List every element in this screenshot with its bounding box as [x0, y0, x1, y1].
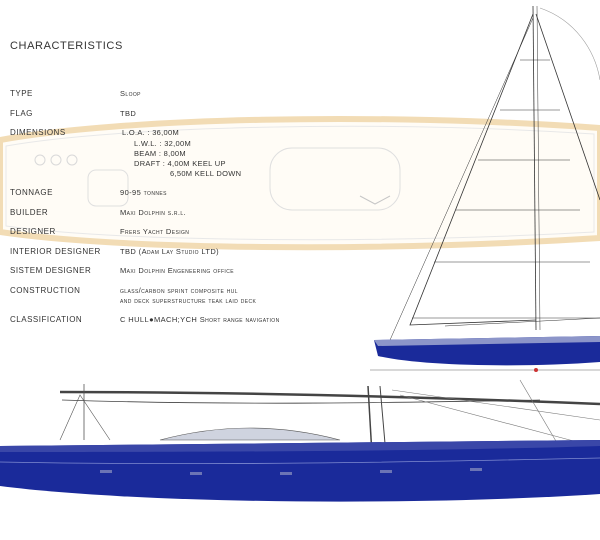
spec-label-designer: DESIGNER: [10, 227, 56, 236]
dimension-beam: BEAM : 8,00M: [134, 149, 186, 158]
side-elevation-drawing: [0, 379, 600, 502]
spec-label-sistem-designer: SISTEM DESIGNER: [10, 266, 92, 275]
spec-value-construction-line2: and deck superstructure teak laid deck: [120, 296, 257, 305]
dimension-draft-keel-down: 6,50M KELL DOWN: [170, 169, 242, 178]
spec-value-tonnage: 90-95 tonnes: [120, 188, 167, 197]
spec-label-tonnage: TONNAGE: [10, 188, 53, 197]
spec-label-type: TYPE: [10, 89, 33, 98]
spec-value-type: Sloop: [120, 89, 141, 98]
sail-plan-hull: [370, 336, 600, 372]
spec-value-interior-designer: TBD (Adam Lay Studio LTD): [120, 247, 220, 256]
dimension-draft-keel-up: DRAFT : 4,00M KEEL UP: [134, 159, 226, 168]
spec-value-builder: Maxi Dolphin s.r.l.: [120, 208, 187, 217]
deck-plan-drawing: [0, 115, 600, 251]
spec-value-sistem-designer: Maxi Dolphin Engeneering office: [120, 266, 234, 275]
spec-label-flag: FLAG: [10, 109, 33, 118]
dimension-lwl: L.W.L. : 32,00M: [134, 139, 192, 148]
sail-plan-drawing: [389, 5, 600, 341]
spec-value-classification: C HULL●MACH;YCH Short range navigation: [120, 315, 280, 324]
spec-value-designer: Frers Yacht Design: [120, 227, 190, 236]
spec-value-construction: glass/carbon sprint composite hul: [120, 286, 238, 295]
spec-label-interior-designer: INTERIOR DESIGNER: [10, 247, 101, 256]
spec-label-classification: CLASSIFICATION: [10, 315, 83, 324]
dimension-loa: L.O.A. : 36,00M: [122, 128, 180, 137]
spec-value-flag: TBD: [120, 109, 137, 118]
spec-label-dimensions: DIMENSIONS: [10, 128, 66, 137]
spec-label-builder: BUILDER: [10, 208, 49, 217]
spec-label-construction: CONSTRUCTION: [10, 286, 81, 295]
page-title: CHARACTERISTICS: [10, 40, 123, 52]
